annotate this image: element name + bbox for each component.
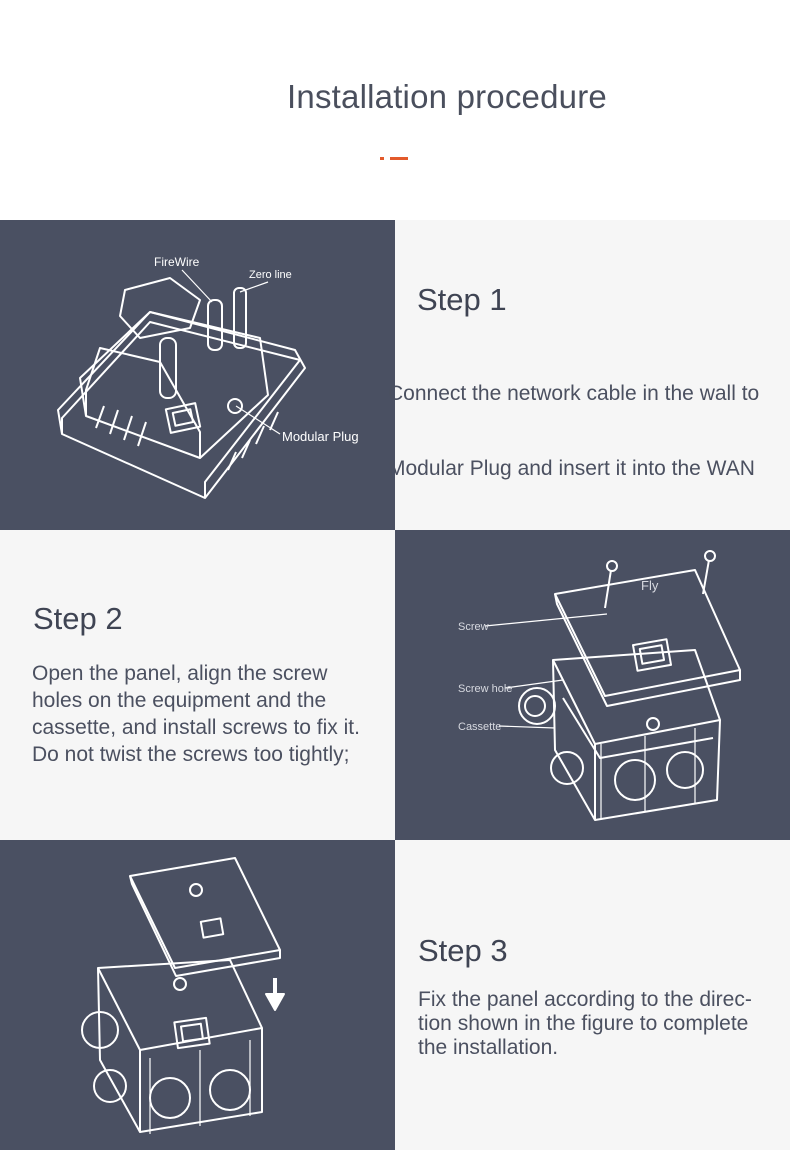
step2-line: holes on the equipment and the (32, 689, 327, 712)
screw-left (604, 569, 612, 609)
step1-line: Modular Plug and insert it into the WAN (388, 457, 755, 480)
title-accent-dot (380, 157, 384, 160)
label-screw-hole: Screw hole (458, 683, 512, 695)
step1-text-panel (395, 220, 790, 530)
step2-title: Step 2 (33, 601, 123, 636)
step3-text-panel: Step 3 Fix the panel according to the di… (395, 840, 790, 1150)
page-title: Installation procedure (287, 78, 607, 115)
screw-mount-illustration: Screw Screw hole Cassette Fly (458, 550, 741, 821)
label-modular-plug: Modular Plug (282, 429, 359, 444)
label-cassette: Cassette (458, 721, 501, 733)
cover-panel (129, 857, 281, 969)
label-fly: Fly (641, 578, 659, 593)
step3-illustration-panel (0, 840, 395, 1150)
screw-right (702, 559, 710, 595)
step3-line: the installation. (418, 1036, 559, 1059)
step2-line: cassette, and install screws to fix it. (32, 716, 360, 739)
zero-line-post (233, 287, 247, 349)
cassette-base (97, 959, 263, 1051)
step3-title: Step 3 (418, 933, 508, 968)
step3-description: Fix the panel according to the direc- ti… (418, 988, 788, 1060)
label-firewire: FireWire (154, 255, 200, 269)
title-accent-dash (390, 157, 408, 160)
label-screw: Screw (458, 621, 489, 633)
step1-illustration-panel: FireWire Zero line Modular Plug (0, 220, 395, 530)
label-zero-line: Zero line (249, 269, 292, 281)
step1-title: Step 1 (417, 282, 507, 317)
step2-text-panel: Step 2 Open the panel, align the screw h… (0, 530, 395, 840)
step3-line: tion shown in the figure to complete (418, 1012, 749, 1035)
step2-description: Open the panel, align the screw holes on… (32, 660, 392, 768)
socket-base-plate (57, 311, 306, 499)
step2-line: Open the panel, align the screw (32, 662, 328, 685)
step1-line: Connect the network cable in the wall to (388, 382, 760, 405)
rj45-jack (164, 402, 202, 434)
panel-fit-illustration (81, 857, 285, 1134)
step2-illustration-panel: Screw Screw hole Cassette Fly (395, 530, 790, 840)
page-header: Installation procedure (0, 0, 790, 220)
step2-line: Do not twist the screws too tightly; (32, 743, 350, 766)
firewire-post (207, 299, 223, 351)
socket-back-illustration: FireWire Zero line Modular Plug (57, 255, 359, 499)
step3-line: Fix the panel according to the direc- (418, 988, 752, 1011)
